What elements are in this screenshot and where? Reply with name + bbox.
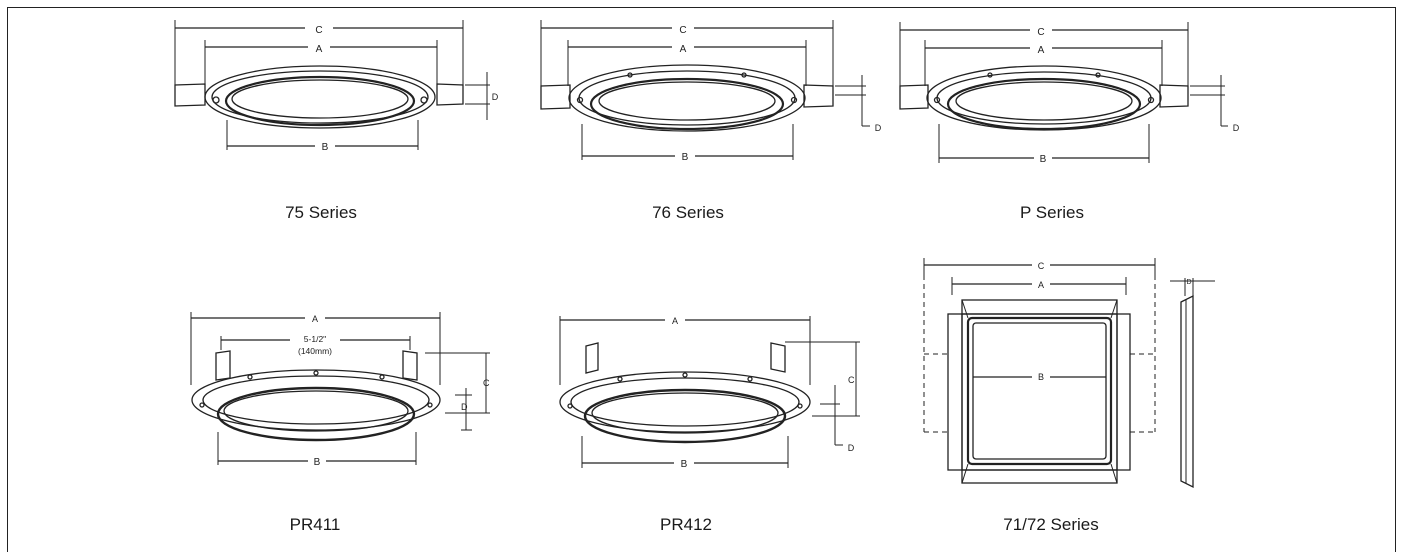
figure-76-series: C A D B — [540, 20, 882, 163]
dim-label-a: A — [672, 316, 678, 326]
dim-label-inner-width: 5-1/2" — [304, 334, 326, 344]
figure-71-72-series: C A B D — [923, 258, 1215, 489]
figure-pr412: A C D B — [559, 316, 860, 470]
caption-pr411: PR411 — [289, 515, 341, 534]
dim-label-d: D — [1233, 123, 1240, 133]
dim-label-b: B — [1040, 154, 1047, 165]
dim-label-a: A — [312, 314, 318, 324]
dim-label-a: A — [316, 44, 323, 55]
dim-label-d: D — [492, 92, 499, 102]
dim-label-a: A — [1038, 280, 1044, 290]
dim-label-b: B — [322, 142, 329, 153]
caption-71-72-series: 71/72 Series — [1003, 515, 1099, 534]
dim-label-c: C — [315, 25, 322, 36]
caption-76-series: 76 Series — [652, 203, 724, 222]
figure-frame — [7, 7, 1396, 552]
dim-label-d: D — [1186, 279, 1191, 286]
dim-label-b: B — [682, 152, 689, 163]
dim-label-d: D — [461, 402, 468, 412]
dim-label-a: A — [680, 44, 687, 55]
caption-pr412: PR412 — [660, 515, 712, 534]
figure-pr411: A 5-1/2" (140mm) C D B — [190, 312, 490, 468]
dim-label-b: B — [681, 459, 688, 470]
dim-label-d: D — [875, 123, 882, 133]
dim-label-inner-width-metric: (140mm) — [298, 346, 332, 356]
dim-label-c: C — [679, 25, 686, 36]
dim-label-d: D — [848, 443, 855, 453]
dim-label-a: A — [1038, 45, 1045, 56]
dim-label-c: C — [1038, 261, 1045, 271]
dim-label-c: C — [483, 378, 490, 388]
caption-p-series: P Series — [1020, 203, 1084, 222]
figure-p-series: C A D B — [899, 22, 1240, 165]
dim-label-c: C — [1037, 27, 1044, 38]
figure-75-series: C A D B — [174, 20, 499, 153]
caption-75-series: 75 Series — [285, 203, 357, 222]
dim-label-c: C — [848, 375, 855, 385]
dim-label-b: B — [1038, 372, 1044, 382]
dim-label-b: B — [314, 457, 321, 468]
